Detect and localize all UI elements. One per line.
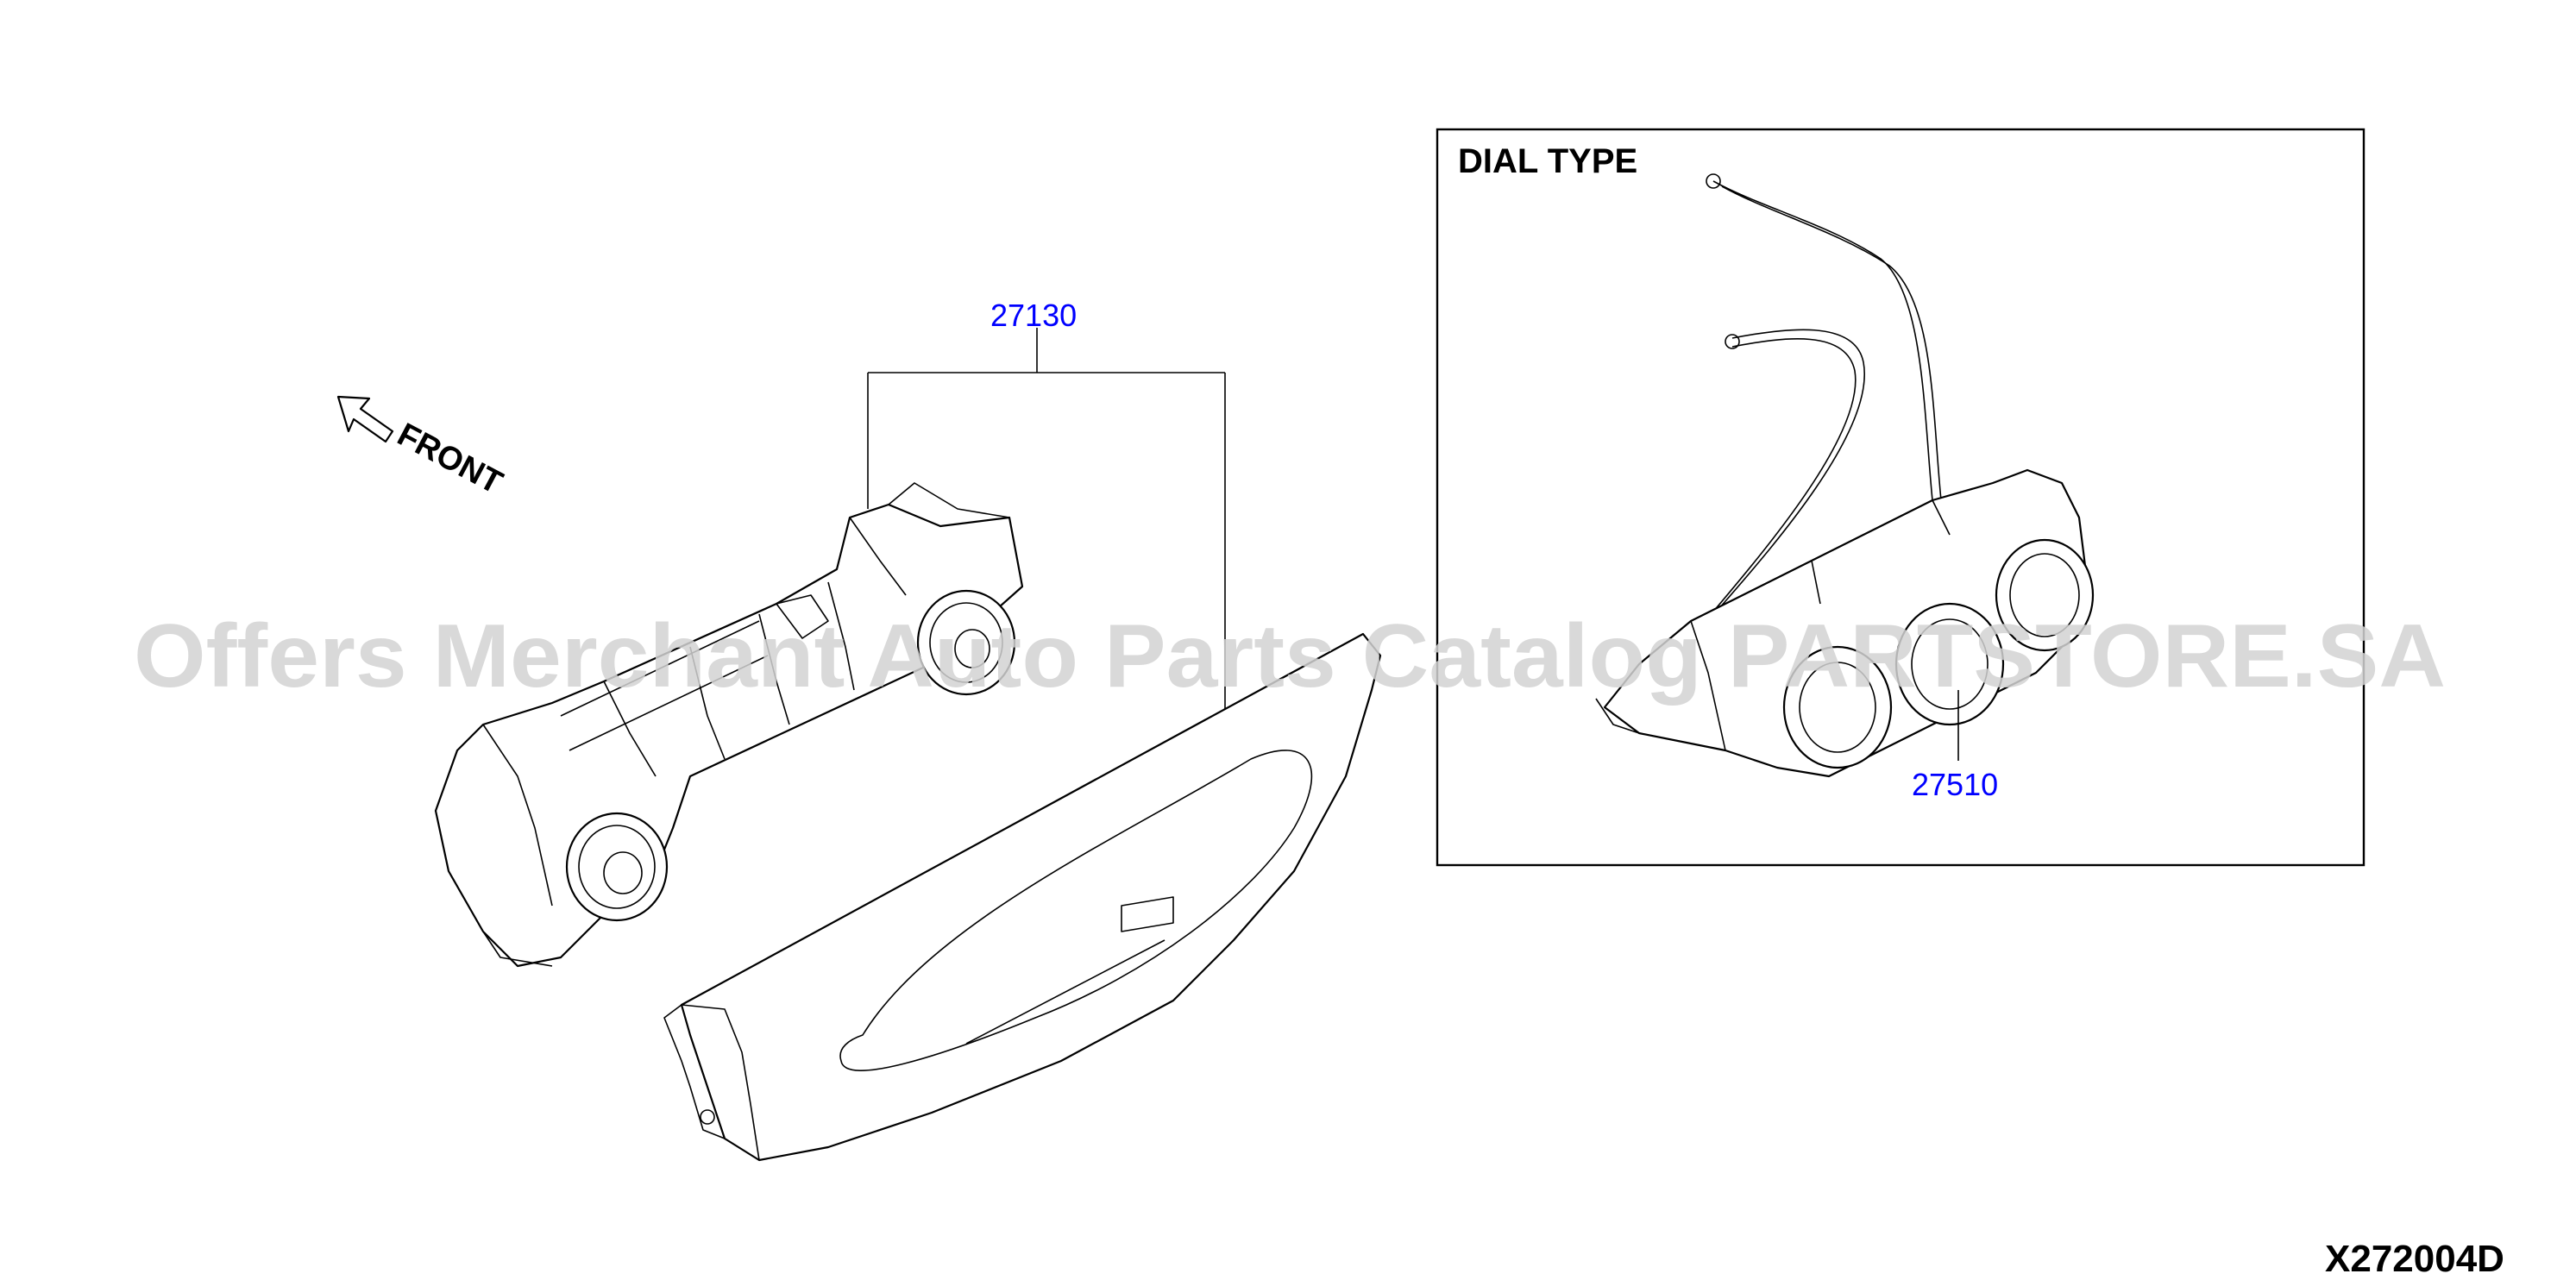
inset-title: DIAL TYPE (1458, 142, 1637, 180)
left-dial-knob (565, 812, 669, 922)
control-panel-finisher (663, 632, 1382, 1162)
right-dial-knob (916, 589, 1016, 696)
front-label: FRONT (392, 417, 508, 502)
part-number-27130[interactable]: 27130 (990, 298, 1077, 333)
dial-type-knob-right (1995, 538, 2095, 652)
dial-type-knob-center (1894, 602, 2005, 726)
watermark-text: Offers Merchant Auto Parts Catalog PARTS… (134, 606, 2446, 706)
part-number-27510[interactable]: 27510 (1912, 767, 1998, 802)
dial-type-inset-frame (1436, 128, 2366, 867)
front-arrow-icon (336, 395, 394, 443)
callout-bracket-27130 (867, 328, 1226, 714)
dial-type-knob-left (1782, 645, 1893, 769)
drawing-code: X272004D (2325, 1238, 2504, 1280)
